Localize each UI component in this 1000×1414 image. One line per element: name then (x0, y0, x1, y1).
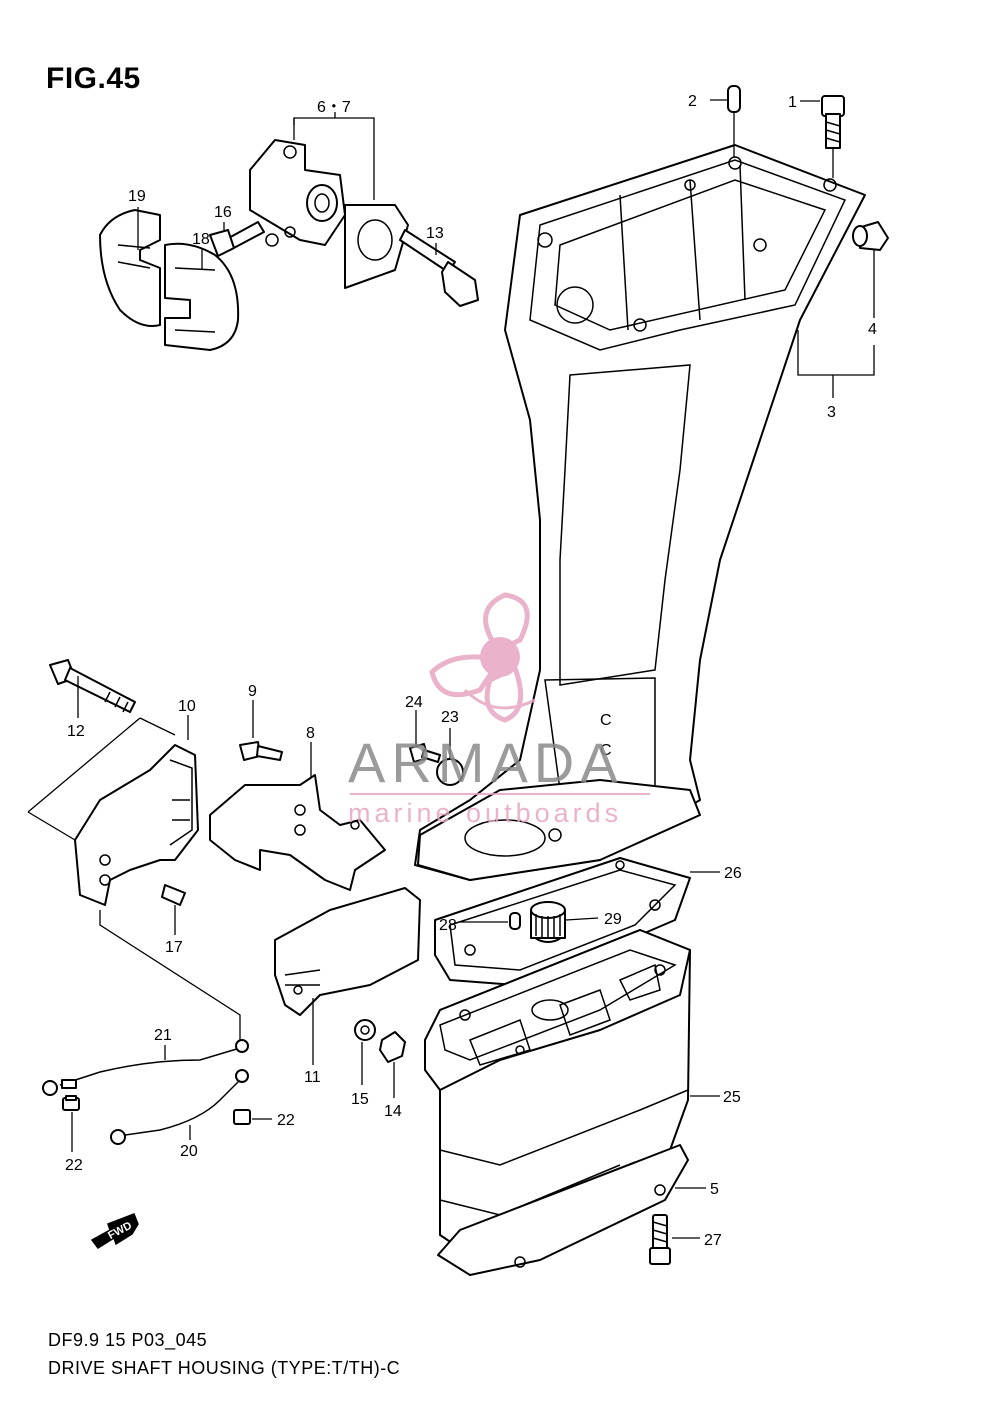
figure-title: FIG.45 (46, 62, 141, 95)
watermark-brand-name: ARMADA (348, 731, 624, 794)
washer-15[interactable] (354, 1019, 376, 1041)
bolt-1[interactable] (821, 95, 845, 149)
bracket-8[interactable] (209, 774, 386, 891)
screw-22-lower[interactable] (62, 1095, 80, 1111)
callout-1: 1 (788, 94, 797, 111)
callout-21: 21 (154, 1027, 172, 1044)
callout-23: 23 (441, 709, 459, 726)
callout-4: 4 (868, 321, 877, 338)
watermark-tagline: marine outboards (348, 798, 622, 828)
bolt-27[interactable] (649, 1214, 671, 1265)
bolt-24[interactable] (409, 743, 441, 763)
callout-2: 2 (688, 93, 697, 110)
callout-24: 24 (405, 694, 423, 711)
callout-labels: 1 2 3 4 5 6・7 8 9 10 11 12 13 14 15 16 1… (65, 93, 877, 1249)
callout-18: 18 (192, 231, 210, 248)
ground-lead-21[interactable] (42, 1039, 249, 1096)
bolt-12[interactable] (49, 659, 136, 713)
seal-18[interactable] (164, 242, 240, 351)
callout-13: 13 (426, 225, 444, 242)
callout-12: 12 (67, 723, 85, 740)
drive-shaft-housing[interactable]: C C (414, 144, 866, 881)
model-code: DF9.9 15 P03_045 (48, 1330, 208, 1350)
callout-20: 20 (180, 1143, 198, 1160)
callout-28: 28 (439, 917, 457, 934)
callout-27: 27 (704, 1232, 722, 1249)
callout-15: 15 (351, 1091, 369, 1108)
callout-26: 26 (724, 865, 742, 882)
callout-5: 5 (710, 1181, 719, 1198)
dowel-pin-2[interactable] (727, 85, 741, 113)
nut-14[interactable] (379, 1031, 406, 1063)
gasket-5[interactable] (437, 1144, 689, 1276)
callout-10: 10 (178, 698, 196, 715)
forward-direction-marker: FWD (90, 1213, 139, 1250)
callout-11: 11 (304, 1069, 321, 1086)
bolt-13[interactable] (399, 229, 479, 307)
leader-lines (27, 99, 875, 1239)
callout-16: 16 (214, 204, 232, 221)
callout-3: 3 (827, 404, 836, 421)
callout-6-7: 6・7 (317, 99, 351, 116)
mount-bracket-6-7[interactable] (249, 139, 409, 289)
callout-22-lower: 22 (65, 1157, 83, 1174)
callout-22-upper: 22 (277, 1112, 295, 1129)
svg-text:C: C (600, 712, 612, 729)
grommet-4[interactable] (852, 221, 889, 251)
figure-description: DRIVE SHAFT HOUSING (TYPE:T/TH)-C (48, 1358, 401, 1378)
cover-11[interactable] (274, 887, 421, 1016)
callout-17: 17 (165, 939, 183, 956)
pin-17[interactable] (161, 884, 186, 906)
callout-19: 19 (128, 188, 146, 205)
screw-22-upper[interactable] (233, 1109, 251, 1125)
propeller-logo-icon (429, 592, 536, 723)
ground-lead-20[interactable] (110, 1069, 249, 1145)
svg-text:C: C (600, 742, 612, 759)
callout-25: 25 (723, 1089, 741, 1106)
armada-watermark: ARMADA marine outboards (348, 592, 650, 828)
callout-14: 14 (384, 1103, 402, 1120)
clamp-bracket-10[interactable] (74, 744, 199, 906)
callout-8: 8 (306, 725, 315, 742)
pin-28[interactable] (509, 912, 521, 930)
bolt-9[interactable] (239, 741, 283, 761)
callout-29: 29 (604, 911, 622, 928)
seal-19[interactable] (99, 209, 161, 327)
bolt-16[interactable] (209, 221, 265, 257)
oil-seal-29[interactable] (530, 901, 566, 943)
callout-9: 9 (248, 683, 257, 700)
